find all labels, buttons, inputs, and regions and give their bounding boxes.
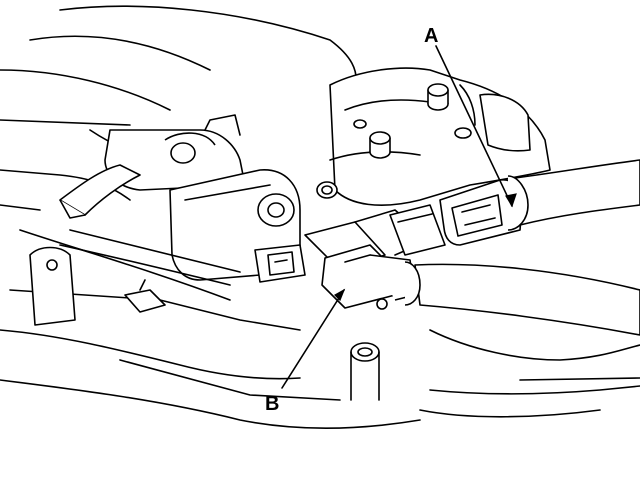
hose-clip [59, 229, 241, 313]
intake-runner [59, 114, 246, 219]
engine-block-outline [0, 5, 640, 430]
wire-harness-b [404, 261, 640, 336]
stud-bolt [353, 119, 472, 139]
lower-stud [350, 342, 380, 401]
connector-a-socket [389, 204, 446, 256]
sensor-body [169, 169, 306, 283]
lower-bracket [29, 246, 76, 326]
wire-harness-a [507, 159, 640, 231]
callout-b-leader [281, 288, 346, 389]
callout-a-leader [435, 45, 517, 208]
stud-bolt [369, 131, 391, 159]
callout-label-a: A [424, 25, 439, 47]
mount-bolt [316, 181, 338, 199]
callout-label-b: B [265, 393, 280, 415]
stud-bolt [427, 83, 449, 111]
connector-a [439, 179, 523, 246]
